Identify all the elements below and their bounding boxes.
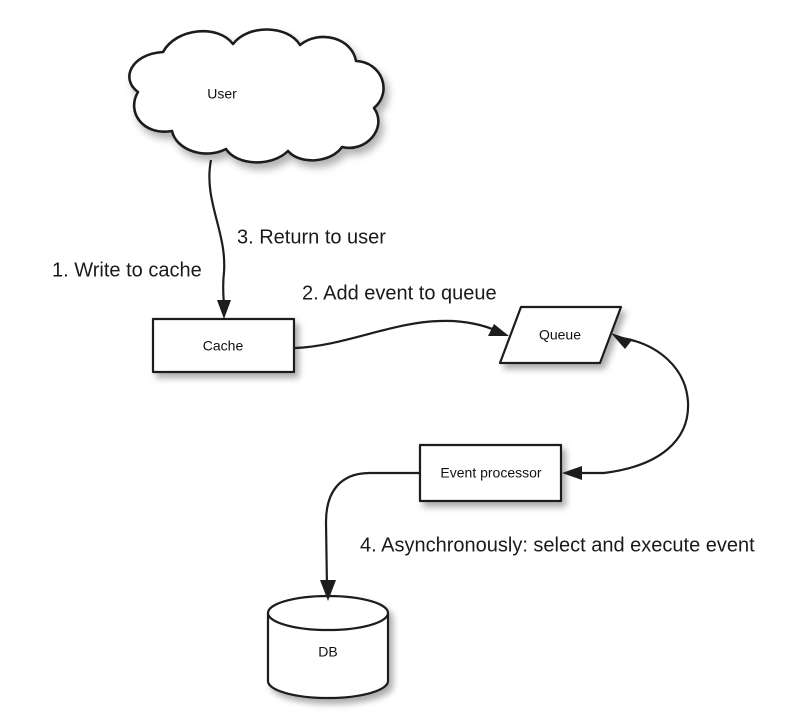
edge-user-to-cache-path — [208, 159, 226, 309]
edge-user-to-cache — [208, 159, 231, 319]
event-processor-label: Event processor — [440, 465, 541, 481]
cache-box-shape — [151, 317, 296, 374]
edge-event-processor-to-db-arrowhead — [320, 580, 336, 601]
edge-event-processor-to-db-path — [324, 471, 419, 590]
node-queue[interactable]: Queue — [498, 305, 623, 365]
user-label: User — [207, 86, 237, 102]
node-event-processor[interactable]: Event processor — [418, 443, 563, 503]
db-cylinder-top — [266, 594, 390, 632]
step-label-3-return-to-user: 3. Return to user — [237, 226, 386, 248]
edge-cache-to-queue-path — [294, 319, 498, 350]
step-label-1-write-to-cache: 1. Write to cache — [52, 259, 202, 281]
node-cache[interactable]: Cache — [151, 317, 296, 374]
step-label-4-asynchronously-select-and-execute-event: 4. Asynchronously: select and execute ev… — [360, 534, 755, 556]
edge-into-event-processor-arrowhead — [562, 466, 582, 480]
edge-queue-event-processor-path — [576, 336, 690, 475]
queue-parallelogram-shape — [498, 305, 623, 365]
edge-into-queue-arrowhead — [611, 333, 632, 349]
db-cylinder-body — [266, 611, 390, 700]
node-db[interactable]: DB — [266, 594, 390, 700]
event-processor-box-shape — [418, 443, 563, 503]
db-label: DB — [318, 644, 337, 660]
step-label-2-add-event-to-queue: 2. Add event to queue — [302, 282, 497, 304]
node-user[interactable]: User — [128, 28, 385, 164]
edge-user-to-cache-arrowhead — [217, 300, 231, 319]
edge-cache-to-queue-arrowhead — [488, 324, 509, 336]
edge-queue-event-processor-loop — [562, 333, 690, 480]
edge-event-processor-to-db — [320, 471, 419, 601]
user-cloud-shape — [128, 28, 385, 164]
cache-label: Cache — [203, 338, 244, 354]
queue-label: Queue — [539, 327, 581, 343]
edge-cache-to-queue — [294, 319, 509, 350]
